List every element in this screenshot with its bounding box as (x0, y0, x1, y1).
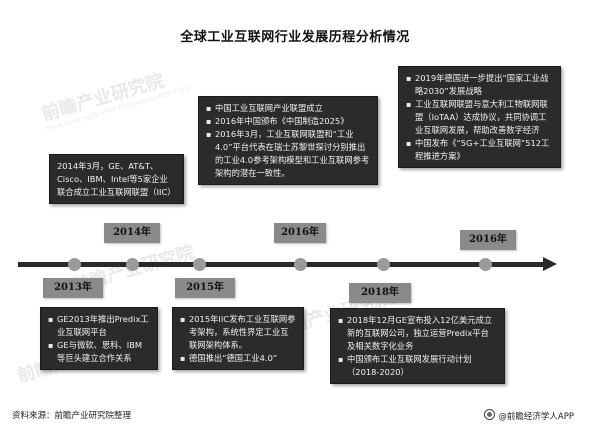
watermark-top-left: 前瞻产业研究院 QIANZHAN INDUSTRY RESEARCH INSTI… (38, 60, 191, 133)
watermark-subtext: QIANZHAN INDUSTRY RESEARCH INSTITUTE (45, 85, 192, 133)
timeline-dot (294, 258, 307, 271)
event-box-2015: 2015年IIC发布工业互联网参考架构，系统性界定工业互联网架构体系。 德国推出… (172, 307, 304, 370)
brand-logo-icon (484, 409, 496, 420)
timeline-axis (18, 262, 545, 267)
event-box-2016a: 中国工业互联网产业联盟成立 2016年中国颁布《中国制造2025》 2016年3… (198, 96, 378, 185)
timeline-dot (68, 258, 81, 271)
watermark-text: 前瞻产业研究院 (39, 70, 167, 126)
event-2018-item: 中国颁布工业互联网发展行动计划（2018-2020） (338, 353, 497, 379)
year-label-2018: 2018年 (349, 283, 411, 303)
year-label-2016a: 2016年 (274, 223, 326, 243)
event-box-2016b: 2019年德国进一步提出“国家工业战略2030”发展战略 工业互联网联盟与意大利… (398, 66, 561, 168)
event-2013-item: GE2013年推出Predix工业互联网平台 (48, 313, 150, 339)
event-2014-text: 2014年3月，GE、AT&T、Cisco、IBM、Intel等5家企业联合成立… (57, 161, 176, 197)
event-2016a-item: 2016年中国颁布《中国制造2025》 (206, 115, 370, 128)
event-2016b-item: 工业互联网联盟与意大利工物联网联盟（IoTAA）达成协议，共同协调工业互联网发展… (406, 98, 553, 137)
event-box-2013: GE2013年推出Predix工业互联网平台 GE与微软、思科、IBM等巨头建立… (40, 307, 158, 370)
source-note: 资料来源：前瞻产业研究院整理 (12, 411, 132, 421)
year-label-2015: 2015年 (175, 278, 235, 298)
brand-text: @前瞻经济学人APP (498, 412, 574, 422)
timeline-arrow-icon (543, 257, 557, 271)
event-2016b-item: 2019年德国进一步提出“国家工业战略2030”发展战略 (406, 72, 553, 98)
event-2013-item: GE与微软、思科、IBM等巨头建立合作关系 (48, 339, 150, 365)
event-box-2014: 2014年3月，GE、AT&T、Cisco、IBM、Intel等5家企业联合成立… (49, 154, 184, 204)
year-label-2013: 2013年 (43, 278, 103, 298)
event-2016b-item: 中国发布《“5G+工业互联网”512工程推进方案》 (406, 137, 553, 163)
event-2015-item: 2015年IIC发布工业互联网参考架构，系统性界定工业互联网架构体系。 (180, 313, 296, 352)
event-2016a-item: 2016年3月，工业互联网联盟和“工业4.0”平台代表在瑞士苏黎世探讨分别推出的… (206, 128, 370, 180)
timeline-dot (377, 258, 390, 271)
timeline-dot (193, 258, 206, 271)
event-2018-item: 2018年12月GE宣布投入12亿美元成立新的互联网公司，独立运营Predix平… (338, 314, 497, 353)
event-2016a-item: 中国工业互联网产业联盟成立 (206, 102, 370, 115)
event-2015-item: 德国推出“德国工业4.0” (180, 352, 296, 365)
year-label-2014: 2014年 (104, 223, 160, 243)
timeline-dot (479, 258, 492, 271)
brand-credit: @前瞻经济学人APP (484, 409, 574, 422)
page-title: 全球工业互联网行业发展历程分析情况 (180, 30, 410, 45)
timeline-dot (126, 258, 139, 271)
year-label-2016b: 2016年 (460, 230, 516, 250)
event-box-2018: 2018年12月GE宣布投入12亿美元成立新的互联网公司，独立运营Predix平… (330, 308, 505, 384)
